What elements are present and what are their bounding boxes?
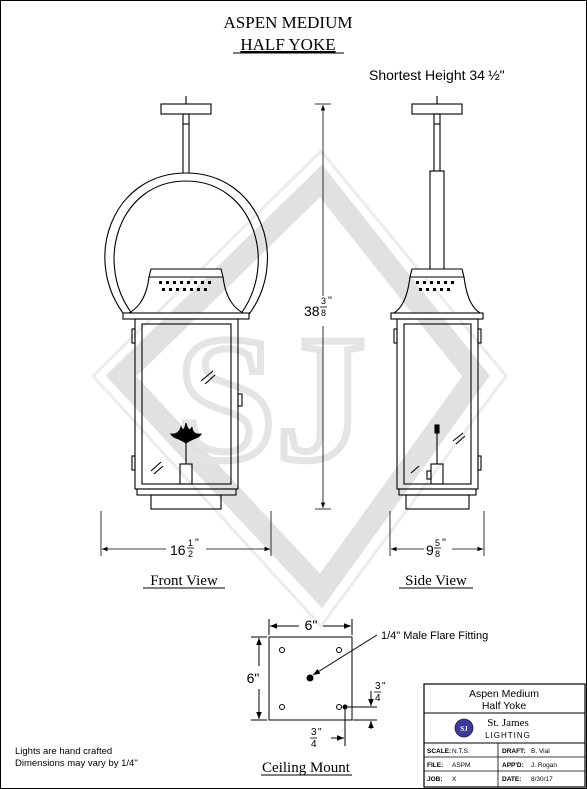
tb-company: St. James	[487, 717, 529, 729]
tb-date-label: DATE:	[502, 776, 521, 783]
side-vents	[416, 281, 454, 291]
company-logo-icon: SJ	[460, 725, 468, 733]
tb-date-value: 8/30/17	[531, 776, 553, 783]
side-view-lamp	[390, 96, 484, 510]
tb-file-value: ASPM	[452, 762, 470, 769]
front-vents	[159, 281, 211, 291]
offset-bottom-den: 4	[311, 739, 317, 750]
tb-scale-value: N.T.S.	[452, 748, 470, 755]
offset-right-den: 4	[375, 693, 381, 704]
front-width-num: 1	[188, 538, 193, 548]
tb-job-label: JOB:	[427, 776, 443, 783]
front-width-label: 16	[170, 542, 186, 558]
offset-bottom-num: 3	[311, 727, 317, 738]
front-width-den: 2	[188, 549, 193, 559]
ceiling-width-label: 6"	[305, 617, 318, 633]
side-width-unit: "	[442, 537, 446, 549]
side-view-label: Side View	[405, 573, 467, 589]
tb-draft-value: B. Vial	[531, 748, 550, 755]
tb-company-sub: LIGHTING	[485, 731, 531, 740]
ceiling-mount-label: Ceiling Mount	[262, 760, 351, 776]
title-line-1: ASPEN MEDIUM	[224, 13, 353, 32]
title-line-2: HALF YOKE	[240, 35, 335, 54]
tb-appd-value: J. Rogan	[531, 762, 557, 769]
offset-right-unit: "	[382, 681, 386, 692]
front-view-lamp	[104, 96, 269, 510]
side-width-den: 8	[435, 549, 440, 559]
front-width-dimension	[100, 511, 272, 556]
height-dimension	[315, 103, 331, 510]
ceiling-height-label: 6"	[247, 670, 260, 686]
title-block	[423, 683, 586, 788]
tb-draft-label: DRAFT:	[502, 748, 525, 755]
ceiling-mount-plate	[251, 619, 378, 746]
front-view-label: Front View	[150, 573, 218, 589]
note-line-1: Lights are hand crafted	[15, 746, 112, 757]
tb-scale-label: SCALE:	[427, 748, 451, 755]
height-fraction-den: 8	[321, 308, 326, 318]
tb-name-line-1: Aspen Medium	[469, 688, 539, 700]
offset-bottom-unit: "	[318, 727, 322, 738]
height-unit: "	[328, 295, 332, 307]
side-width-num: 5	[435, 538, 440, 548]
side-width-dimension	[389, 511, 485, 556]
side-width-label: 9	[426, 542, 434, 558]
height-fraction-num: 3	[321, 296, 326, 306]
tb-name-line-2: Half Yoke	[482, 700, 527, 712]
offset-right-num: 3	[375, 681, 381, 692]
fitting-label: 1/4" Male Flare Fitting	[381, 630, 488, 642]
watermark-letters: SJ	[176, 299, 366, 498]
tb-appd-label: APP'D:	[502, 762, 524, 769]
tb-job-value: X	[452, 776, 457, 783]
watermark: SJ	[90, 148, 508, 629]
front-width-unit: "	[195, 537, 199, 549]
height-dimension-label: 38	[304, 303, 320, 319]
note-line-2: Dimensions may vary by 1/4"	[15, 758, 138, 769]
tb-file-label: FILE:	[427, 762, 443, 769]
